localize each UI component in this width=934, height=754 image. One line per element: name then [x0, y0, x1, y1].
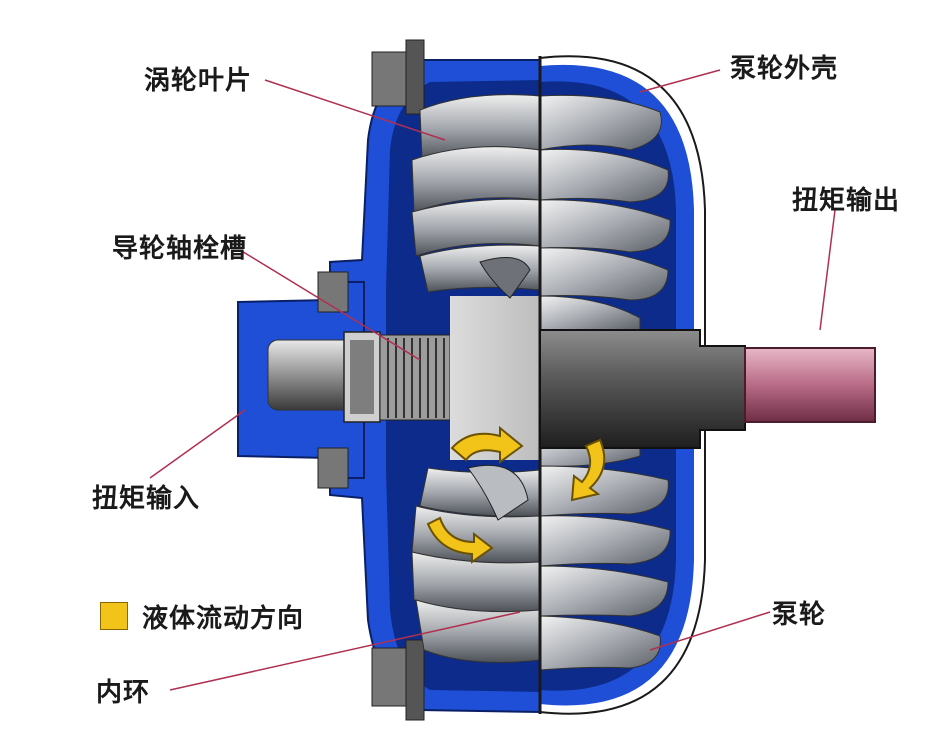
pump-blades [539, 94, 671, 671]
turbine-blades-upper [411, 94, 541, 299]
legend-swatch-yellow [100, 602, 128, 630]
fluid-flow-arrows [426, 425, 606, 564]
legend-fluid-flow-direction: 液体流动方向 [142, 604, 305, 634]
flow-arrow-1 [450, 425, 524, 464]
label-stator-shaft-spline: 导轮轴栓槽 [112, 234, 248, 264]
flow-arrow-2 [570, 438, 606, 502]
turbine-blades-lower [411, 464, 541, 663]
label-pump: 泵轮 [772, 600, 827, 630]
flow-arrow-3 [426, 516, 494, 564]
label-turbine-blade: 涡轮叶片 [144, 66, 253, 96]
housing-bolts [317, 39, 425, 721]
label-pump-housing: 泵轮外壳 [730, 54, 839, 84]
label-inner-ring: 内环 [96, 678, 151, 708]
label-torque-input: 扭矩输入 [92, 484, 201, 514]
inner-cavity [450, 296, 540, 460]
stator-spline-shaft [379, 334, 451, 421]
output-shaft [539, 329, 876, 449]
input-hub [237, 281, 381, 479]
label-torque-output: 扭矩输出 [792, 186, 901, 216]
leader-lines [149, 69, 836, 691]
